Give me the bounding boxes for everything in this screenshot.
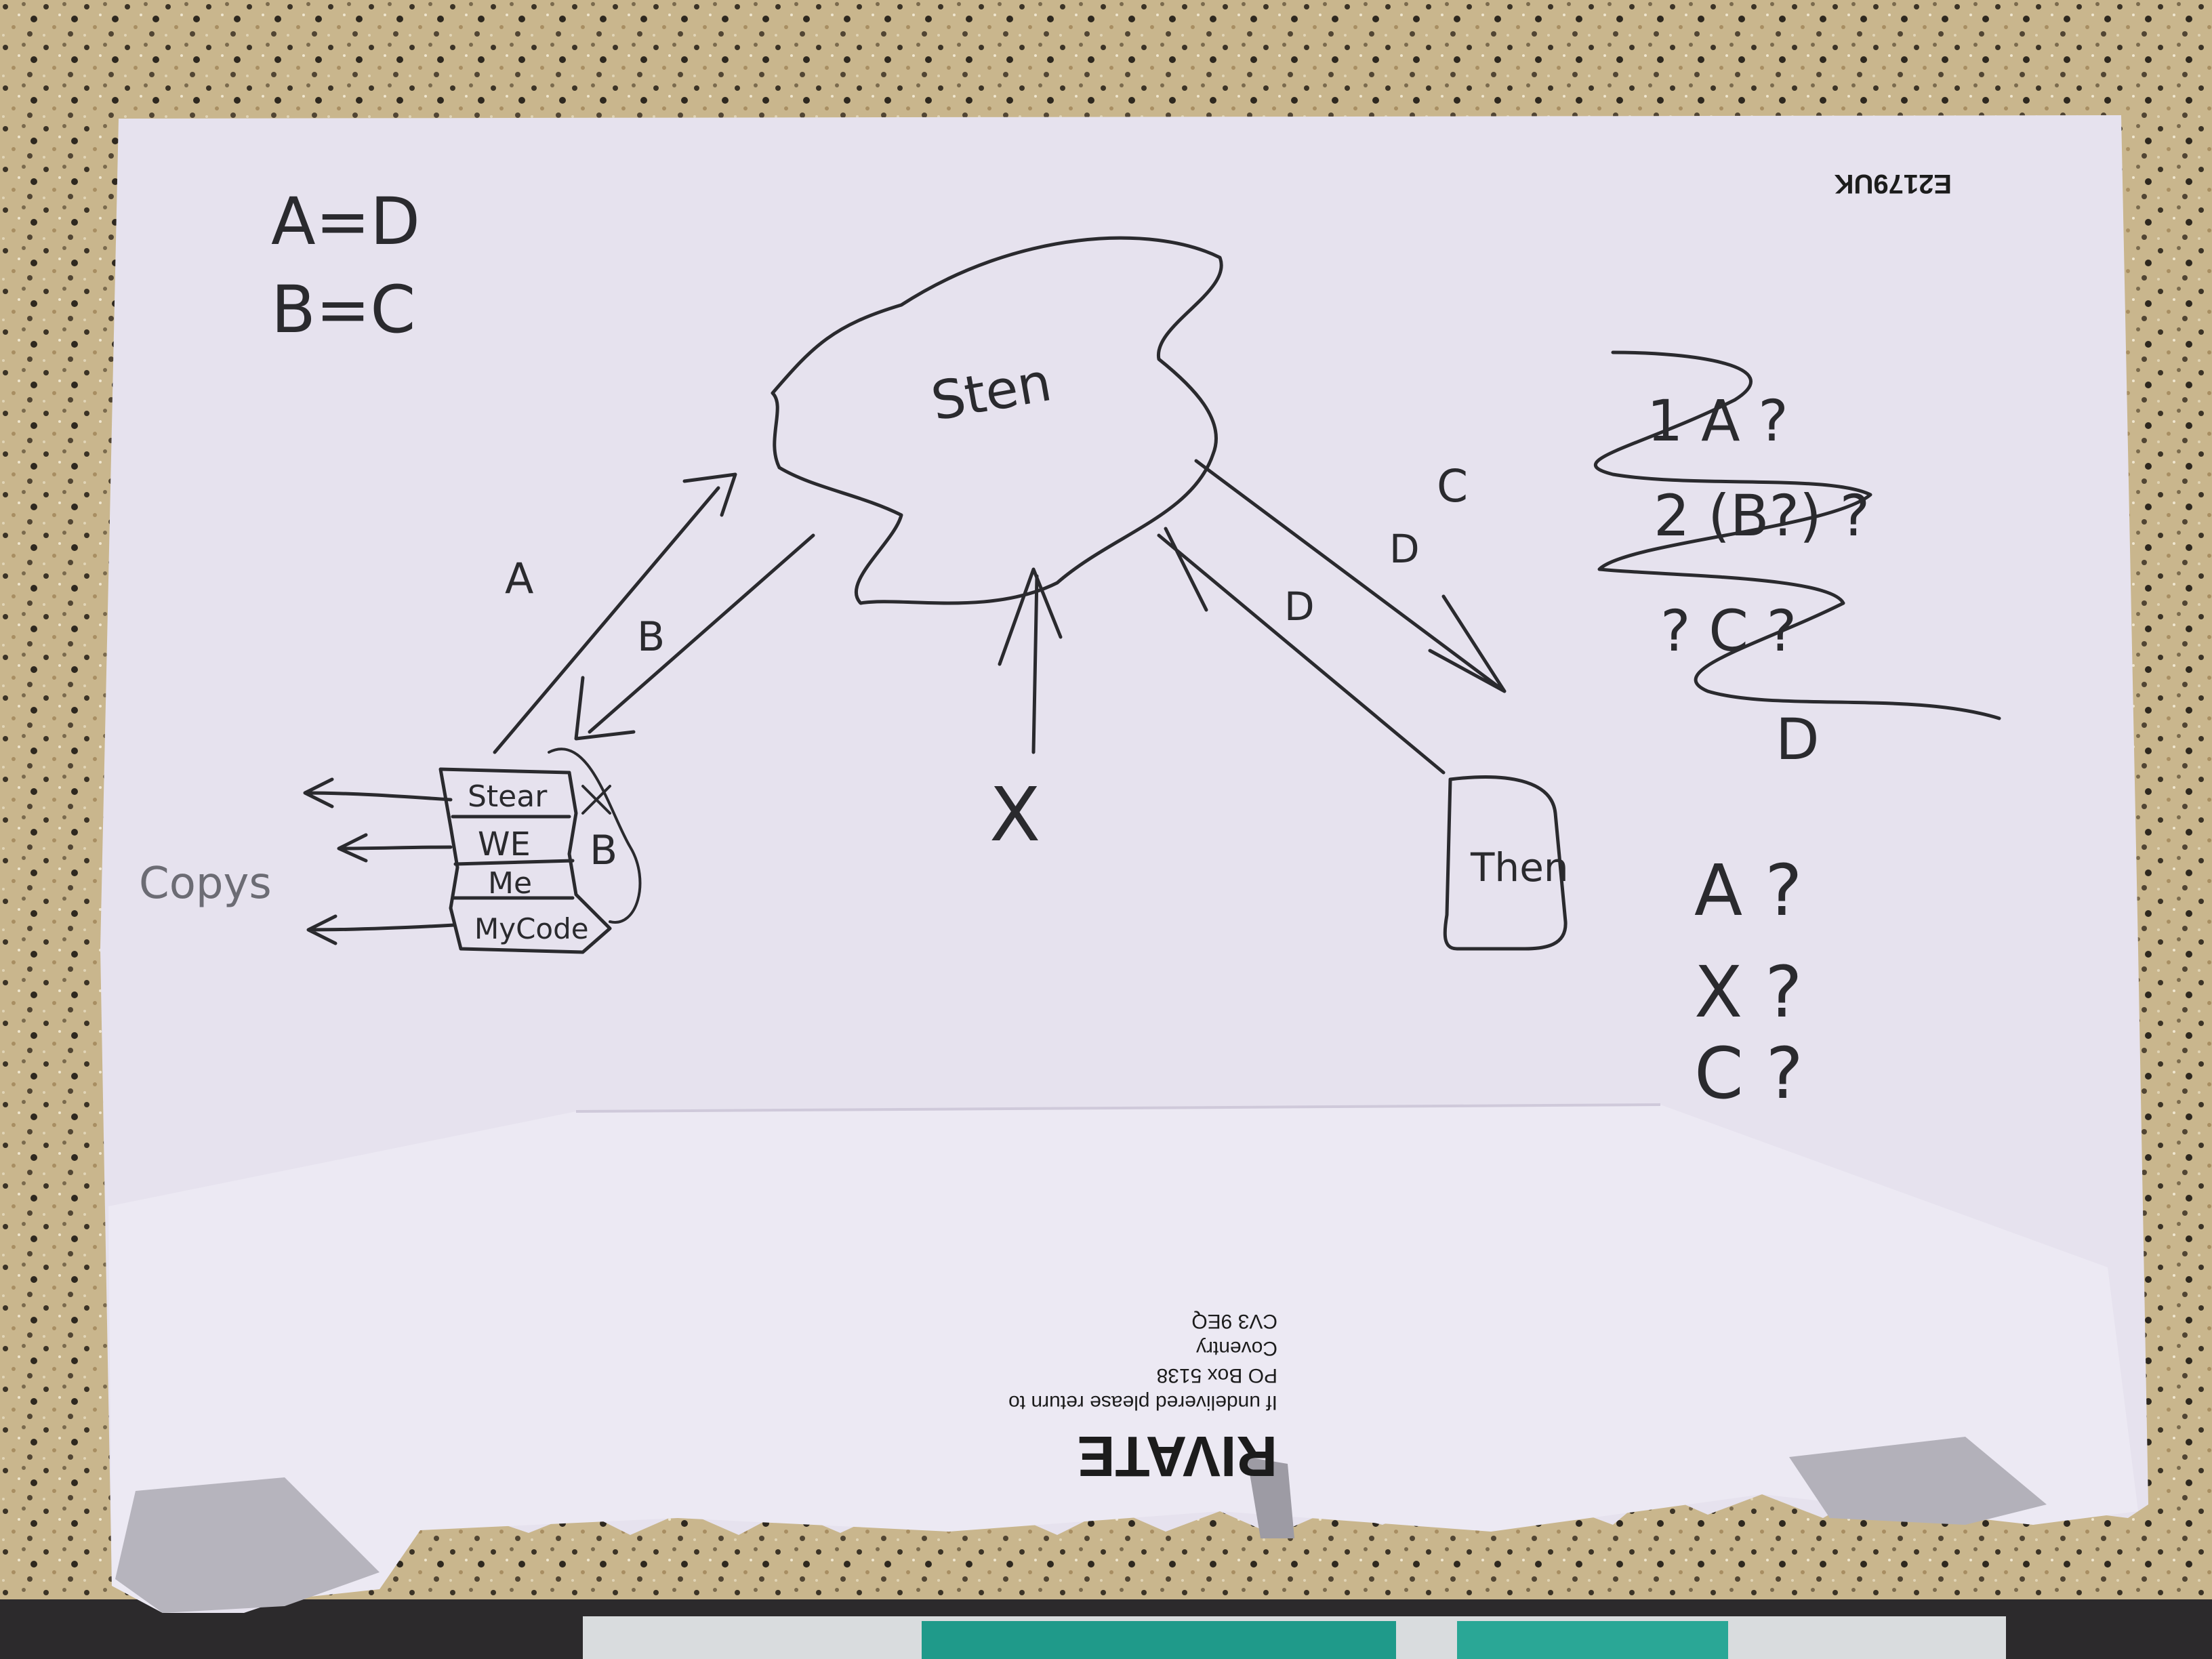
torn-patch-left	[115, 1477, 380, 1613]
scribble-strike	[1593, 350, 2001, 720]
return-address: If undelivered please return to PO Box 5…	[1008, 1310, 1277, 1414]
torn-patch-mid	[1247, 1457, 1294, 1538]
stack-curl	[548, 747, 642, 924]
cloth-stripe-2	[1457, 1621, 1728, 1659]
copies-label: Copys	[139, 859, 272, 909]
return-line-4: CV3 9EQ	[1191, 1310, 1277, 1332]
stack-divider-2	[453, 859, 575, 866]
question-c: C ?	[1694, 1032, 1803, 1115]
envelope-flap	[108, 1105, 2138, 1613]
flap-fold-line	[575, 1103, 1661, 1113]
stack-row-1: Stear	[468, 779, 548, 814]
return-line-2: PO Box 5138	[1157, 1364, 1277, 1387]
then-label: Then	[1470, 844, 1569, 890]
arrow-d-upper	[1194, 459, 1507, 693]
torn-patch-right	[1789, 1437, 2047, 1525]
stack-side-mark: B	[590, 827, 617, 874]
arrow-a	[493, 472, 737, 754]
sten-cloud	[771, 236, 1223, 605]
copy-arrow-1	[303, 777, 453, 808]
question-a: A ?	[1694, 849, 1802, 932]
crossed-question-4: D	[1776, 706, 1820, 773]
arrow-label-b: B	[637, 613, 665, 661]
stack-outline	[438, 767, 612, 954]
cloth-stripe	[922, 1621, 1396, 1659]
arrow-label-c: C	[1437, 460, 1468, 512]
question-x: X ?	[1694, 951, 1803, 1033]
return-line-1: If undelivered please return to	[1008, 1391, 1277, 1414]
stack-row-2: WE	[478, 825, 531, 863]
copy-arrow-3	[306, 914, 456, 945]
stack-row-4: MyCode	[474, 912, 589, 945]
private-stamp: RIVATE	[1077, 1425, 1277, 1488]
crossed-question-1: 1 A ?	[1647, 388, 1788, 454]
crossed-question-2: 2 (B?) ?	[1654, 483, 1870, 549]
stack-row-3: Me	[488, 866, 532, 901]
x-mark: X	[989, 771, 1040, 858]
arrow-d-lower	[1157, 527, 1446, 775]
return-line-3: Coventry	[1196, 1337, 1277, 1359]
copy-arrow-2	[337, 833, 453, 863]
code-stack: Stear WE Me MyCode B	[438, 747, 642, 954]
arrow-x	[998, 567, 1063, 754]
crossed-questions: 1 A ? 2 (B?) ? ? C ? D	[1593, 350, 2001, 773]
arrow-label-a: A	[505, 554, 533, 603]
legend-line-1: A=D	[271, 184, 420, 260]
legend-line-2: B=C	[271, 272, 415, 348]
stack-side-x	[581, 785, 611, 815]
arrow-label-d-lower: D	[1284, 583, 1315, 630]
then-box	[1443, 775, 1568, 951]
envelope-code: E2179UK	[1834, 169, 1952, 199]
arrow-b	[574, 533, 815, 741]
arrow-label-d-upper: D	[1389, 526, 1420, 572]
